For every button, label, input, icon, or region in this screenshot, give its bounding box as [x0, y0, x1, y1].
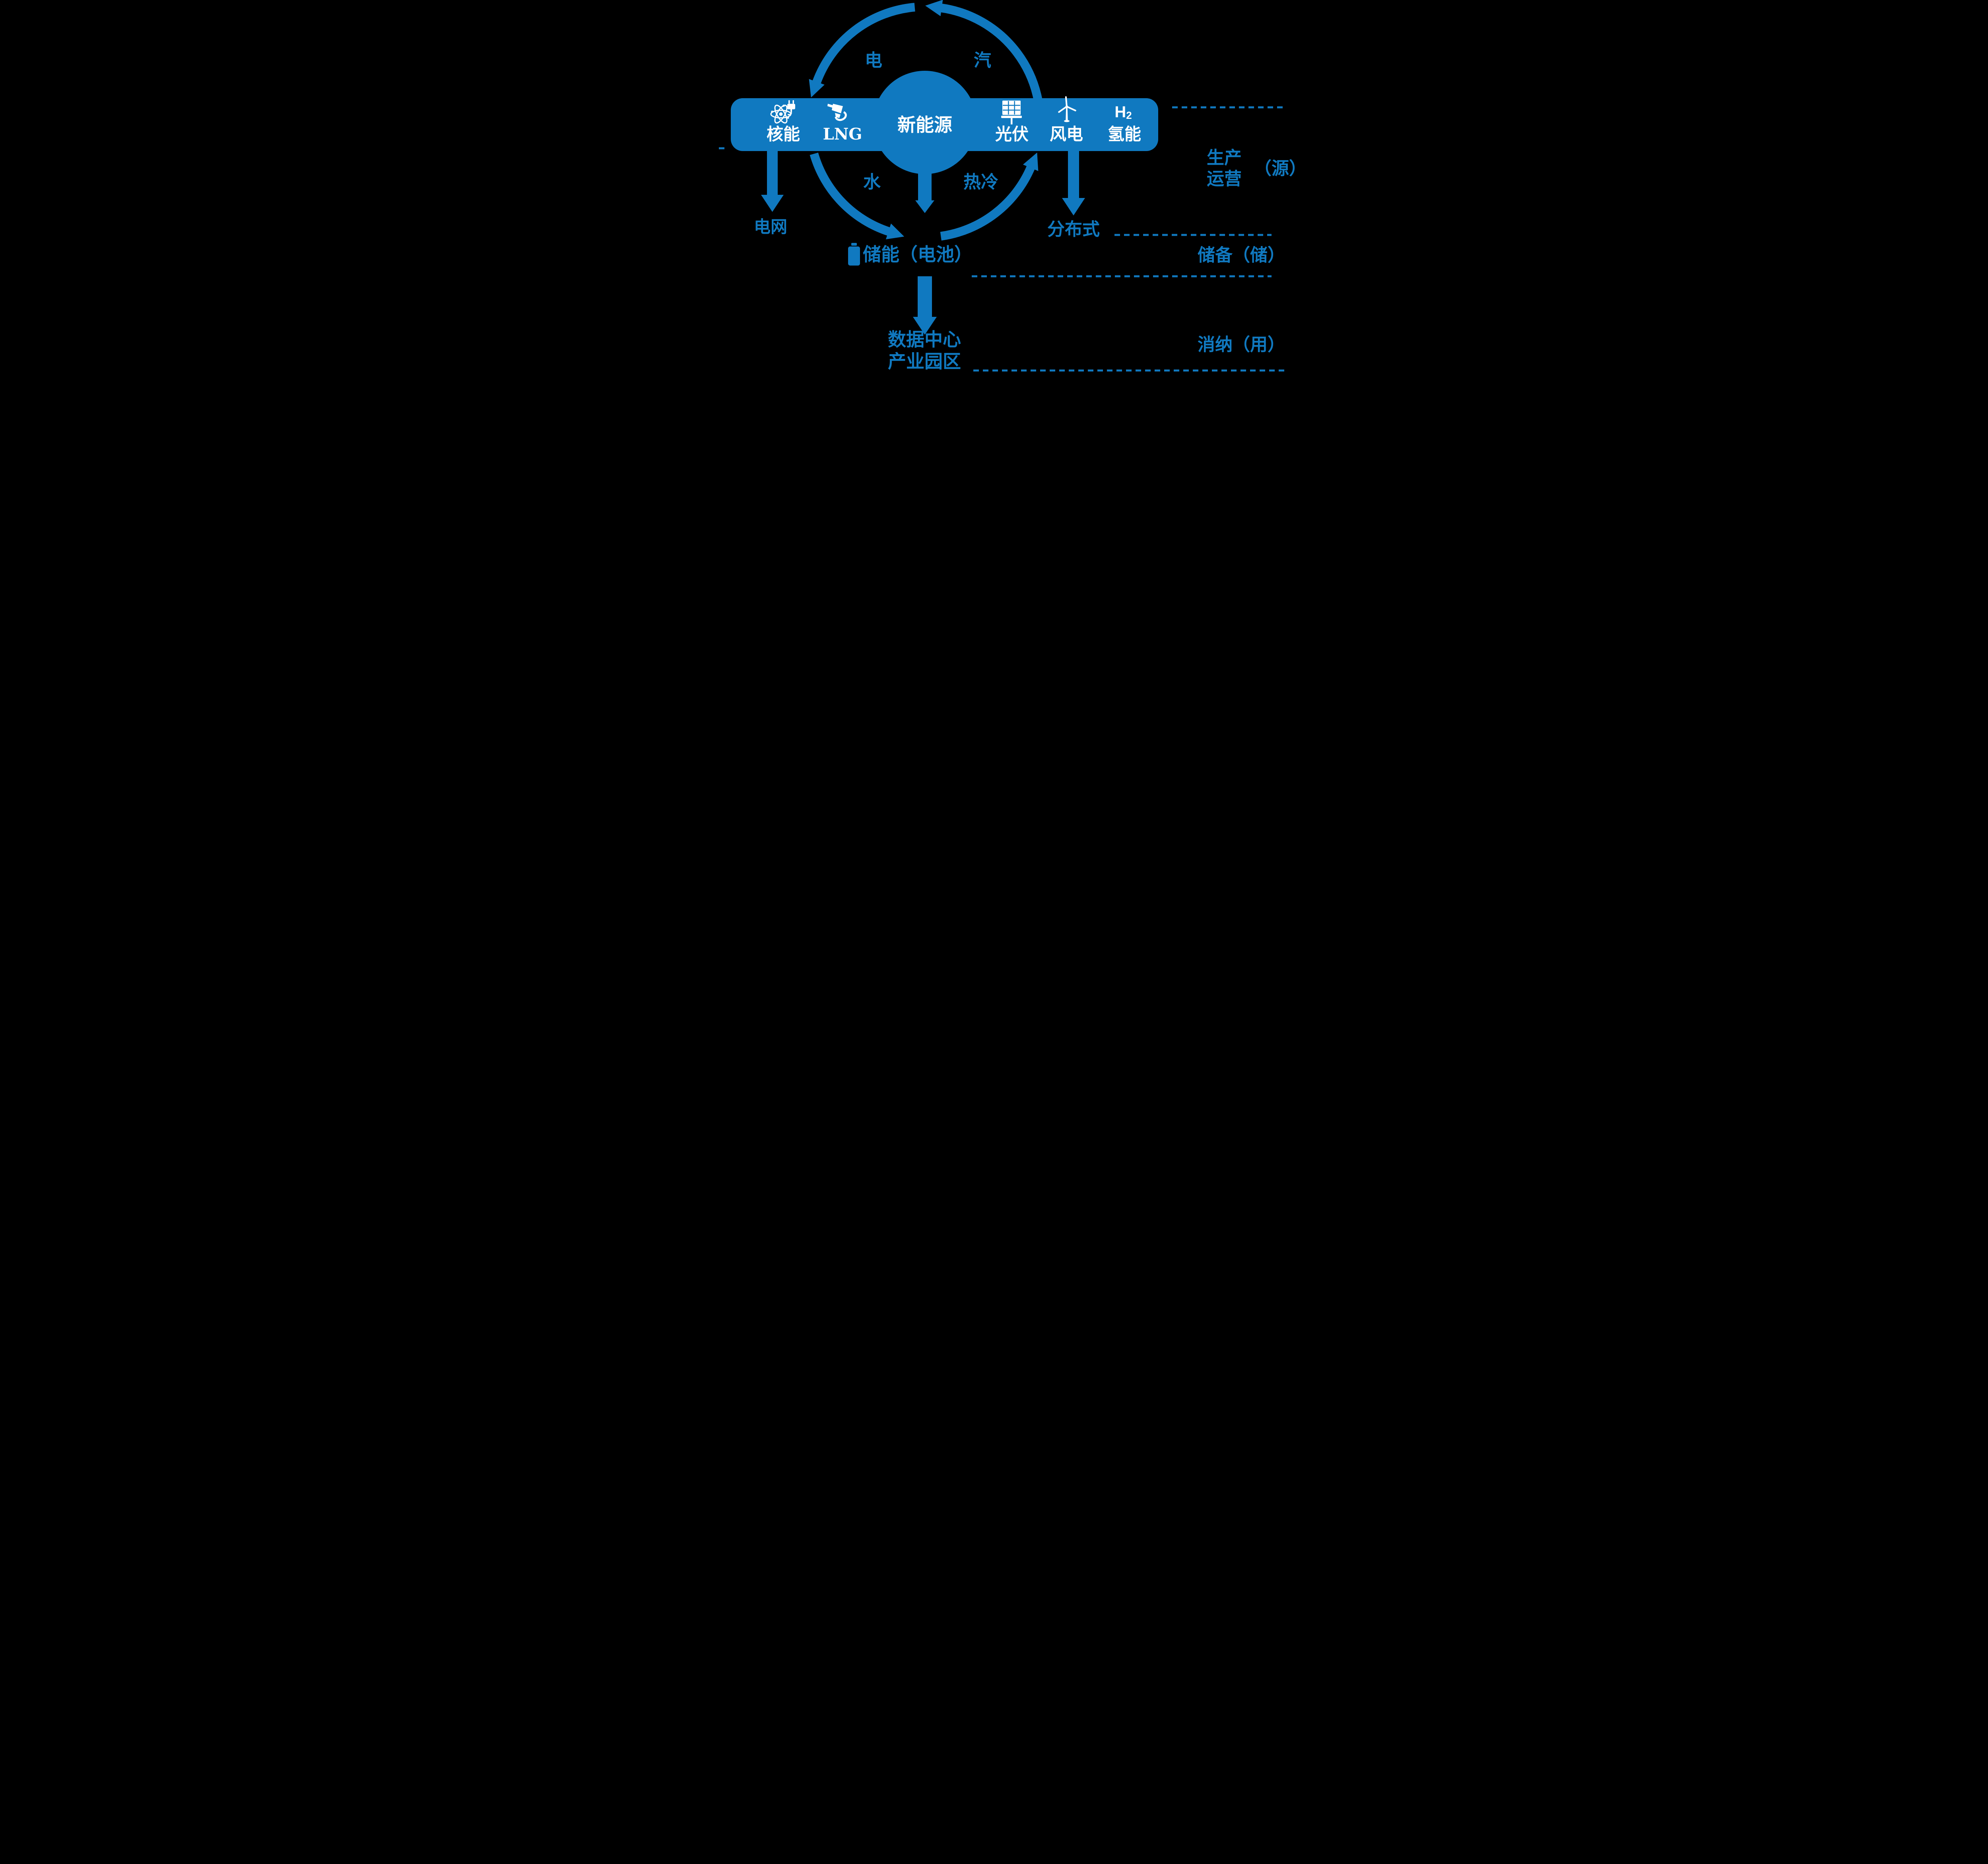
battery-icon: [848, 243, 860, 266]
ring-arc-bottom-right: [940, 152, 1039, 241]
arrow-storage-to-datacenter: [913, 276, 937, 335]
wind-turbine-icon: [1058, 96, 1076, 122]
fuel-nozzle-icon: [827, 104, 847, 121]
arrow-bar-to-distributed: [1062, 150, 1085, 215]
bar-item-hydrogen-label: 氢能: [1108, 124, 1141, 144]
node-grid-label: 电网: [754, 217, 787, 237]
atom-plug-icon: [770, 100, 795, 124]
stage-production-line2: 运营: [1207, 169, 1242, 189]
node-datacenter-line1: 数据中心: [888, 329, 961, 350]
node-storage-label: 储能（电池）: [863, 244, 973, 265]
energy-flow-diagram: 新能源 核能 LNG: [688, 0, 1300, 373]
bar-item-lng-label: LNG: [823, 125, 862, 144]
node-distributed-label: 分布式: [1047, 219, 1100, 240]
arrow-bar-to-grid: [761, 150, 784, 212]
ring-arc-top-left: [809, 3, 915, 98]
solar-panel-icon: [1001, 101, 1022, 124]
h2-symbol: H2: [1114, 103, 1132, 121]
bar-item-nuclear-label: 核能: [767, 124, 800, 144]
background: [688, 0, 1300, 373]
flow-label-water: 水: [863, 172, 881, 192]
ring-arc-bottom-left: [810, 152, 905, 240]
node-datacenter-line2: 产业园区: [888, 351, 961, 372]
stage-reserve-label: 储备（储）: [1198, 245, 1285, 266]
stage-production-line1: 生产: [1207, 148, 1242, 168]
diagram-canvas: 新能源 核能 LNG: [688, 0, 1300, 373]
stage-production-paren: （源）: [1254, 159, 1300, 179]
flow-label-electricity: 电: [865, 50, 882, 71]
bar-item-wind-label: 风电: [1050, 124, 1083, 144]
center-label: 新能源: [897, 114, 952, 136]
center-circle: [873, 71, 977, 174]
flow-label-steam: 汽: [974, 50, 991, 71]
flow-label-heat-cold: 热冷: [963, 172, 998, 192]
bar-item-solar-label: 光伏: [995, 124, 1029, 144]
stage-consumption-label: 消纳（用）: [1198, 335, 1285, 355]
